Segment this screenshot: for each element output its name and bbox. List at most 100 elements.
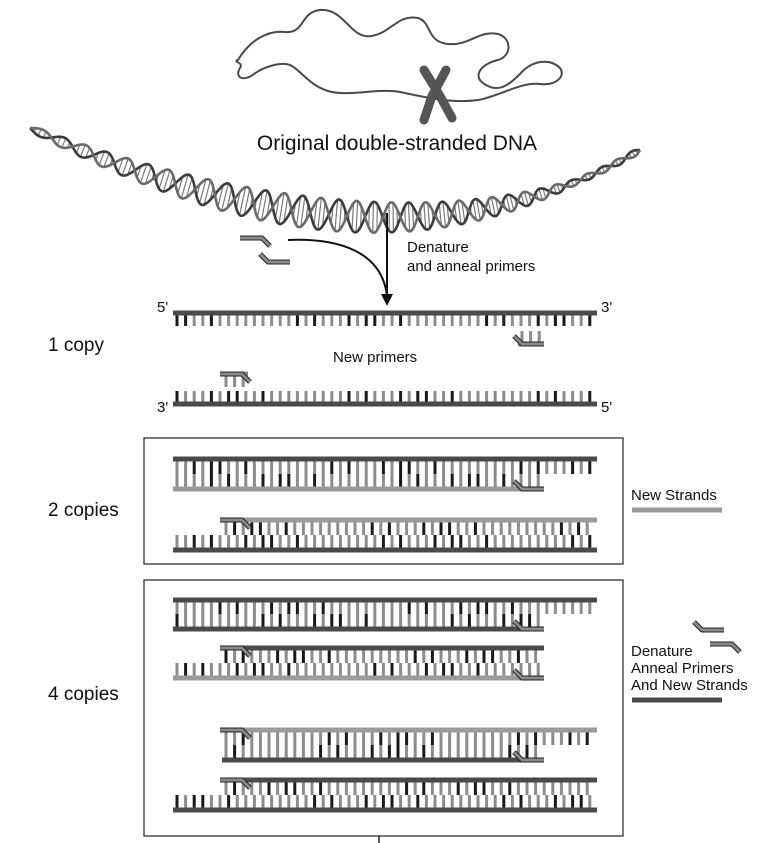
helix-rung — [226, 188, 233, 209]
helix-rung — [61, 138, 67, 148]
primer-icon — [710, 641, 742, 654]
helix-rung — [127, 162, 133, 175]
helix-rung — [472, 200, 477, 220]
helix-rung — [368, 206, 370, 228]
row-label-4-copies: 4 copies — [48, 684, 119, 705]
primer-icon — [240, 235, 272, 248]
dna-strands — [173, 310, 597, 813]
helix-rung — [490, 197, 496, 217]
helix-rung — [217, 185, 224, 207]
helix-rung — [313, 200, 318, 226]
helix-rung — [427, 203, 431, 229]
helix-rung — [256, 191, 264, 218]
arrowhead-icon — [381, 294, 393, 306]
helix-rung — [300, 196, 306, 227]
helix-rung — [203, 180, 211, 205]
primer-icon — [240, 235, 290, 265]
helix-rung — [177, 176, 184, 194]
helix-rung — [221, 183, 229, 211]
helix-rung — [139, 163, 148, 184]
legend-line-2: Anneal Primers — [631, 660, 734, 677]
row-label-1-copy: 1 copy — [48, 335, 104, 356]
strand-with-bases — [173, 795, 597, 813]
legend-line-3: And New Strands — [631, 677, 748, 694]
primer-icon — [220, 517, 252, 530]
helix-rung — [283, 196, 289, 223]
end-label-top-left: 5' — [157, 299, 168, 316]
helix-rung — [520, 193, 525, 206]
strand-with-bases — [222, 645, 544, 663]
two-copies-frame — [143, 437, 624, 565]
primer-icon — [220, 645, 252, 658]
helix-rung — [98, 151, 105, 166]
helix-rung — [162, 170, 171, 192]
primer-icon — [512, 334, 544, 347]
helix-rung — [260, 190, 268, 221]
helix-rung — [185, 177, 193, 198]
helix-rung — [411, 205, 415, 228]
arrow-icon — [287, 238, 388, 297]
four-copies-frame — [143, 579, 624, 837]
primer-icon — [512, 750, 544, 763]
helix-rung — [404, 206, 407, 228]
helix-rung — [317, 197, 322, 230]
helix-rung — [117, 158, 124, 173]
primer-icon — [512, 668, 544, 681]
helix-rung — [103, 153, 110, 168]
new-primers-label: New primers — [333, 349, 417, 366]
helix-rung — [407, 202, 411, 232]
helix-rung — [446, 205, 450, 223]
strand-with-bases — [173, 474, 544, 492]
row-label-2-copies: 2 copies — [48, 500, 119, 521]
helix-rung — [494, 198, 500, 214]
strand-with-bases — [173, 535, 597, 553]
helix-rung — [487, 200, 492, 215]
helix-rung — [180, 174, 189, 199]
end-label-bottom-right: 5' — [601, 399, 612, 416]
helix-rung — [338, 201, 343, 231]
helix-rung — [351, 203, 355, 230]
helix-rung — [423, 202, 427, 230]
primer-icon — [220, 777, 252, 790]
end-label-bottom-left: 3' — [157, 399, 168, 416]
helix-rung — [476, 199, 481, 220]
primer-icon — [512, 479, 544, 492]
helix-rung — [438, 204, 442, 226]
helix-rung — [295, 196, 302, 226]
helix-rung — [372, 201, 375, 233]
helix-rung — [457, 200, 462, 225]
helix-rung — [355, 201, 359, 233]
helix-rung — [79, 144, 86, 157]
helix-rung — [121, 158, 129, 176]
helix-rung — [278, 193, 285, 224]
primer-icon — [220, 371, 252, 384]
strand-with-bases — [222, 517, 597, 535]
helix-rung — [274, 197, 280, 219]
legend-primer-icon — [692, 620, 742, 654]
helix-rung — [56, 136, 62, 146]
helix-rung — [461, 201, 466, 223]
strand-with-bases — [173, 663, 544, 681]
dna-title: Original double-stranded DNA — [257, 132, 537, 155]
helix-rung — [359, 206, 362, 228]
helix-rung — [442, 201, 447, 228]
strand-with-bases — [222, 727, 597, 745]
primer-icon — [258, 252, 290, 265]
strand-with-bases — [222, 777, 597, 795]
dna-coil-line — [235, 8, 563, 103]
chromosome-icon — [419, 65, 457, 125]
helix-rung — [238, 187, 247, 216]
helix-rung — [158, 169, 166, 190]
helix-rung — [85, 147, 91, 158]
helix-rung — [509, 194, 515, 211]
helix-strand-b — [29, 126, 642, 235]
helix-rung — [322, 202, 326, 227]
strand-with-bases — [222, 745, 544, 763]
strand-with-bases — [173, 614, 544, 632]
helix-rung — [556, 184, 561, 193]
strand-with-bases — [173, 310, 597, 326]
helix-rung — [538, 188, 544, 201]
helix-rung — [199, 179, 207, 204]
helix-rung — [243, 189, 251, 215]
